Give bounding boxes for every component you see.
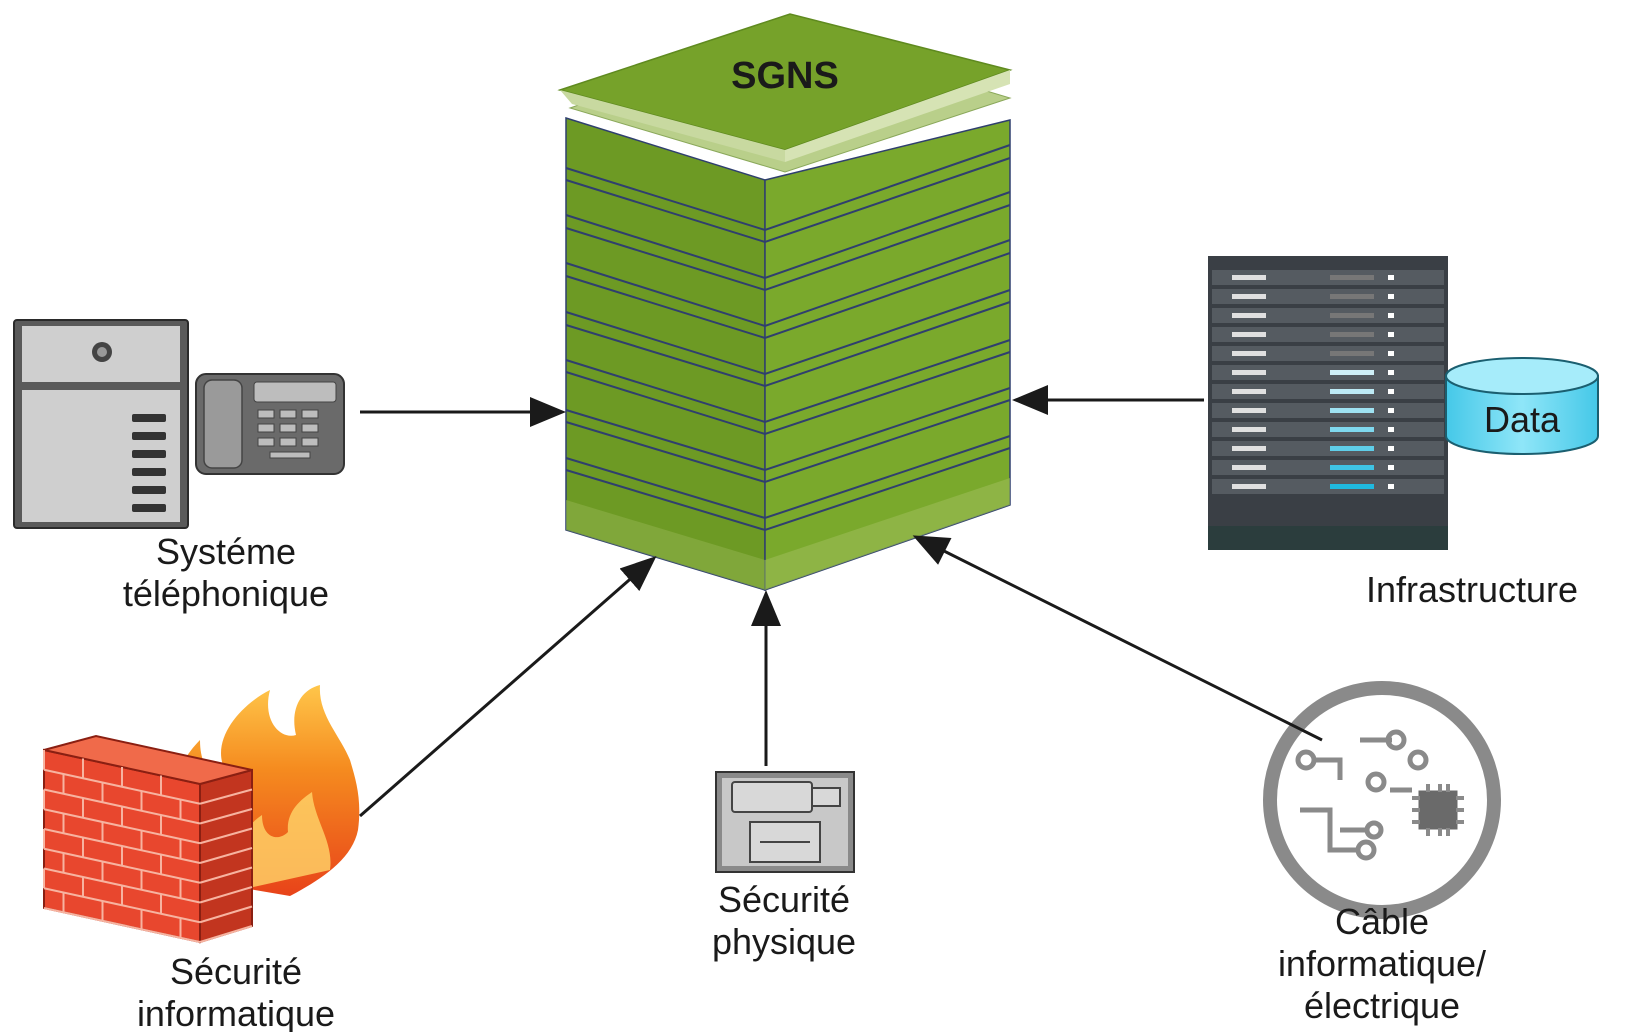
cabling-node: Câble informatique/ électrique [1263, 681, 1501, 1026]
rack-unit-indicator [1388, 484, 1394, 489]
telephony-node: Systéme téléphonique [13, 319, 345, 614]
sgns-tower: SGNS [557, 13, 1013, 592]
rack-unit-slot [1232, 465, 1266, 470]
rack-unit [1212, 289, 1444, 304]
rack-unit-led [1330, 294, 1374, 299]
rack-unit-led [1330, 446, 1374, 451]
rack-unit-slot [1232, 446, 1266, 451]
brick-row-line [199, 788, 253, 805]
rack-unit [1212, 441, 1444, 456]
tower-bands [565, 144, 1011, 532]
physical-security-label-line1: Sécurité [718, 879, 850, 920]
cabling-label-line2: informatique/ [1278, 943, 1486, 984]
physical-security-node: Sécurité physique [712, 771, 856, 962]
desk-phone-icon [195, 373, 345, 475]
server-rack-icon [1208, 256, 1448, 550]
rack-unit-indicator [1388, 275, 1394, 280]
rack-unit [1212, 403, 1444, 418]
rack-unit-indicator [1388, 427, 1394, 432]
infrastructure-node: Data Infrastructure [1208, 256, 1599, 610]
database-label: Data [1484, 399, 1561, 440]
rack-unit-slot [1232, 294, 1266, 299]
brick-wall-icon [43, 734, 253, 944]
brick-row-line [199, 905, 253, 924]
brick-row-line [199, 866, 253, 884]
rack-unit-slot [1232, 351, 1266, 356]
rack-unit-led [1330, 408, 1374, 413]
rack-unit-led [1330, 427, 1374, 432]
rack-unit [1212, 308, 1444, 323]
brick-row-line [199, 847, 253, 864]
rack-unit-led [1330, 465, 1374, 470]
rack-unit-slot [1232, 408, 1266, 413]
rack-unit-indicator [1388, 389, 1394, 394]
rack-unit-slot [1232, 389, 1266, 394]
rack-unit-indicator [1388, 294, 1394, 299]
rack-unit-indicator [1388, 313, 1394, 318]
rack-unit-slot [1232, 332, 1266, 337]
brick-row-line [43, 907, 201, 943]
rack-unit-indicator [1388, 408, 1394, 413]
rack-unit-led [1330, 370, 1374, 375]
rack-unit [1212, 422, 1444, 437]
rack-unit-slot [1232, 484, 1266, 489]
it-security-label-line1: Sécurité [170, 951, 302, 992]
physical-security-label-line2: physique [712, 921, 856, 962]
rack-unit-led [1330, 313, 1374, 318]
rack-unit-indicator [1388, 446, 1394, 451]
brick-row-line [199, 886, 253, 904]
brick-row-line [199, 925, 253, 943]
database-icon: Data [1445, 357, 1599, 455]
access-control-icon [715, 771, 855, 873]
telephony-label-line2: téléphonique [123, 573, 329, 614]
sgns-title: SGNS [731, 55, 839, 97]
it-security-node: Sécurité informatique [43, 685, 360, 1032]
brick-row-line [199, 827, 253, 845]
it-security-label-line2: informatique [137, 993, 335, 1032]
rack-unit-indicator [1388, 351, 1394, 356]
rack-unit-slot [1232, 313, 1266, 318]
brick-row-line [199, 808, 253, 825]
rack-unit-led [1330, 332, 1374, 337]
rack-unit [1212, 384, 1444, 399]
telephony-label-line1: Systéme [156, 531, 296, 572]
rack-unit-led [1330, 351, 1374, 356]
rack-unit-slot [1232, 370, 1266, 375]
rack-unit-slot [1232, 427, 1266, 432]
rack-unit-indicator [1388, 332, 1394, 337]
rack-unit-indicator [1388, 370, 1394, 375]
connectors [359, 385, 1323, 818]
rack-unit [1212, 327, 1444, 342]
circuit-board-icon [1263, 681, 1501, 919]
arrow-it-security-to-sgns [359, 556, 657, 818]
rack-unit-slot [1232, 275, 1266, 280]
rack-unit [1212, 365, 1444, 380]
rack-unit-led [1330, 484, 1374, 489]
cabling-label-line1: Câble [1335, 901, 1429, 942]
server-tower-icon [13, 319, 189, 529]
arrow-cabling-to-sgns [912, 535, 1323, 742]
rack-unit [1212, 479, 1444, 494]
rack-unit-indicator [1388, 465, 1394, 470]
infrastructure-label: Infrastructure [1366, 569, 1578, 610]
rack-unit [1212, 346, 1444, 361]
rack-unit-led [1330, 389, 1374, 394]
rack-unit [1212, 270, 1444, 285]
rack-unit [1212, 460, 1444, 475]
rack-unit-led [1330, 275, 1374, 280]
cabling-label-line3: électrique [1304, 985, 1460, 1026]
